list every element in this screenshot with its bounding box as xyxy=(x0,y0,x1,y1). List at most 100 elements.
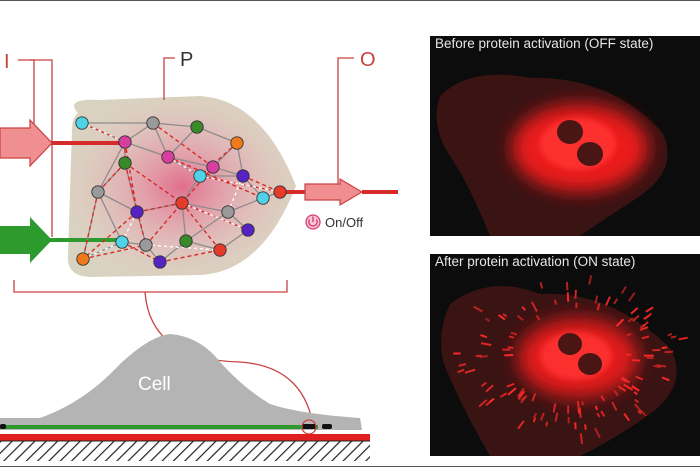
adhesion-streak xyxy=(508,335,515,339)
adhesion-streak xyxy=(596,412,601,418)
network-node xyxy=(139,238,153,252)
adhesion-streak xyxy=(502,313,508,318)
network-edge xyxy=(152,122,214,168)
network-node xyxy=(153,255,167,269)
adhesion-streak xyxy=(507,387,517,396)
output-arrow xyxy=(304,177,364,207)
adhesion-streak xyxy=(664,350,674,354)
network-node xyxy=(75,116,89,130)
adhesion-streak xyxy=(535,314,541,321)
adhesion-streak xyxy=(540,412,545,421)
adhesion-streak xyxy=(631,385,640,392)
adhesion-streak xyxy=(588,275,593,285)
adhesion-streak xyxy=(506,382,515,388)
adhesion-streak xyxy=(617,385,627,392)
adhesion-streak xyxy=(584,424,587,430)
adhesion-streak xyxy=(652,348,661,352)
adhesion-streak xyxy=(457,368,465,374)
network-node xyxy=(118,156,132,170)
bracket-connector xyxy=(144,291,313,421)
adhesion-streak xyxy=(498,314,506,321)
adhesion-streak xyxy=(458,363,467,367)
micrograph-on-panel: After protein activation (ON state) xyxy=(430,254,700,456)
micrograph-off xyxy=(436,74,668,236)
adhesion-streak xyxy=(530,301,538,312)
network-node xyxy=(206,160,220,174)
adhesion-streak xyxy=(480,334,488,339)
power-switch-icon[interactable] xyxy=(305,214,321,230)
adhesion-streak xyxy=(579,433,584,445)
adhesion-streak xyxy=(620,378,627,383)
network-edge xyxy=(82,191,99,260)
network-edge xyxy=(82,244,147,260)
network-edge xyxy=(124,141,169,158)
network-node xyxy=(256,191,270,205)
processing-label-bracket xyxy=(163,57,175,100)
network-edge xyxy=(145,244,221,251)
adhesion-streak xyxy=(613,298,619,305)
adhesion-streak xyxy=(625,353,632,356)
network-edge xyxy=(97,191,138,213)
network-bracket xyxy=(13,280,288,293)
network-node xyxy=(76,252,90,266)
input-label-bracket xyxy=(18,59,53,237)
adhesion-streak xyxy=(480,381,487,388)
micrograph-off-panel: Before protein activation (OFF state) xyxy=(430,36,700,236)
adhesion-streak xyxy=(667,332,673,337)
adhesion-streak xyxy=(645,306,654,313)
network-edge xyxy=(97,141,126,193)
adhesion-streak xyxy=(641,410,647,417)
network-edge xyxy=(199,175,281,193)
network-edge xyxy=(181,202,229,213)
adhesion-streak xyxy=(478,399,488,408)
adhesion-streak xyxy=(531,393,537,402)
adhesion-streak xyxy=(517,420,525,430)
adhesion-streak xyxy=(545,421,549,427)
network-edge xyxy=(82,241,123,260)
network-node xyxy=(91,185,105,199)
network-node xyxy=(190,120,204,134)
adhesion-streak xyxy=(480,342,492,346)
substrate-hatch xyxy=(0,441,370,461)
network-edge xyxy=(167,156,214,168)
adhesion-streak xyxy=(634,398,640,404)
adhesion-streak xyxy=(646,356,654,360)
adhesion-streak xyxy=(578,407,582,418)
network-edge xyxy=(185,211,229,242)
adhesion-streak xyxy=(502,348,511,351)
adhesion-streak xyxy=(643,354,654,357)
network-edge xyxy=(167,156,264,199)
network-node xyxy=(115,235,129,249)
network-node xyxy=(118,135,132,149)
adhesion-streak xyxy=(553,299,558,305)
adhesion-streak xyxy=(520,394,528,404)
adhesion-streak xyxy=(566,292,570,302)
switch-label: On/Off xyxy=(325,215,363,230)
adhesion-streak xyxy=(640,323,646,329)
network-node xyxy=(161,150,175,164)
network-edge xyxy=(97,191,123,243)
adhesion-streak xyxy=(464,368,476,374)
adhesion-streak xyxy=(518,391,524,397)
adhesion-streak xyxy=(594,427,601,439)
adhesion-streak xyxy=(576,400,580,409)
adhesion-streak xyxy=(485,317,491,322)
adhesion-streak xyxy=(670,335,677,339)
network-edge xyxy=(196,126,238,144)
adhesion-streak xyxy=(532,417,537,423)
adhesion-streak xyxy=(485,384,494,393)
input-label: I xyxy=(4,51,10,73)
adhesion-streak xyxy=(635,375,644,381)
substrate-red-layer xyxy=(0,434,370,441)
micrograph-on-caption: After protein activation (ON state) xyxy=(435,254,636,269)
adhesion-streak xyxy=(539,282,544,289)
adhesion-streak xyxy=(507,346,514,349)
adhesion-streak xyxy=(611,401,618,412)
network-edge xyxy=(121,241,161,263)
adhesion-streak xyxy=(521,306,526,311)
network-edge xyxy=(81,122,126,143)
network-edge xyxy=(181,166,214,204)
adhesion-streak xyxy=(594,405,598,411)
adhesion-streak xyxy=(613,390,619,397)
adhesion-streak xyxy=(532,412,538,419)
